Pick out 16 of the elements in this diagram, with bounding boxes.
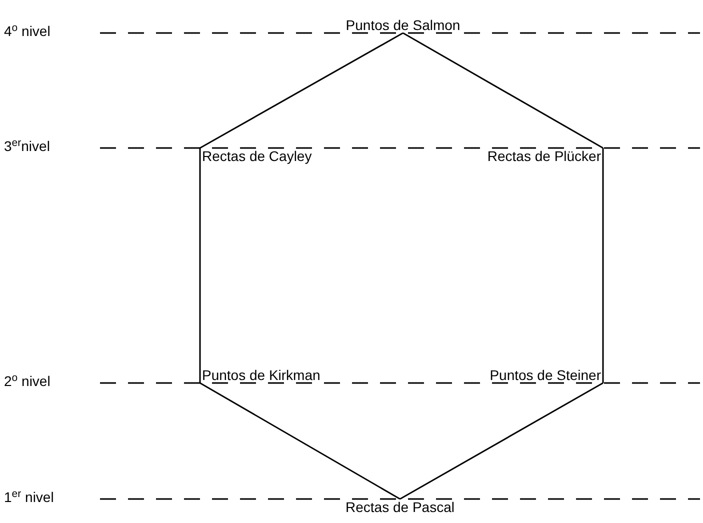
level-label: 2$^{o}$ nivel: [4, 373, 52, 389]
vertex-label: Rectas de Plücker: [485, 148, 603, 164]
hexagon-side: [402, 32, 604, 149]
level-label: 4$^{o}$ nivel: [4, 23, 52, 39]
vertex-label: Puntos de Salmon: [344, 17, 462, 33]
vertex-label: Rectas de Cayley: [200, 148, 314, 164]
vertex-label: Rectas de Pascal: [344, 499, 456, 515]
hexagon-side: [200, 32, 404, 149]
vertex-label: Puntos de Kirkman: [200, 367, 322, 383]
level-label: 3$^{er}$nivel: [4, 138, 52, 154]
hexagon-side: [199, 148, 201, 383]
hexagon-side: [602, 148, 604, 383]
level-label: 1$^{er}$ nivel: [4, 489, 56, 505]
hexagon-side: [400, 382, 604, 500]
vertex-label: Puntos de Steiner: [488, 367, 603, 383]
hexagon-side: [200, 382, 400, 500]
